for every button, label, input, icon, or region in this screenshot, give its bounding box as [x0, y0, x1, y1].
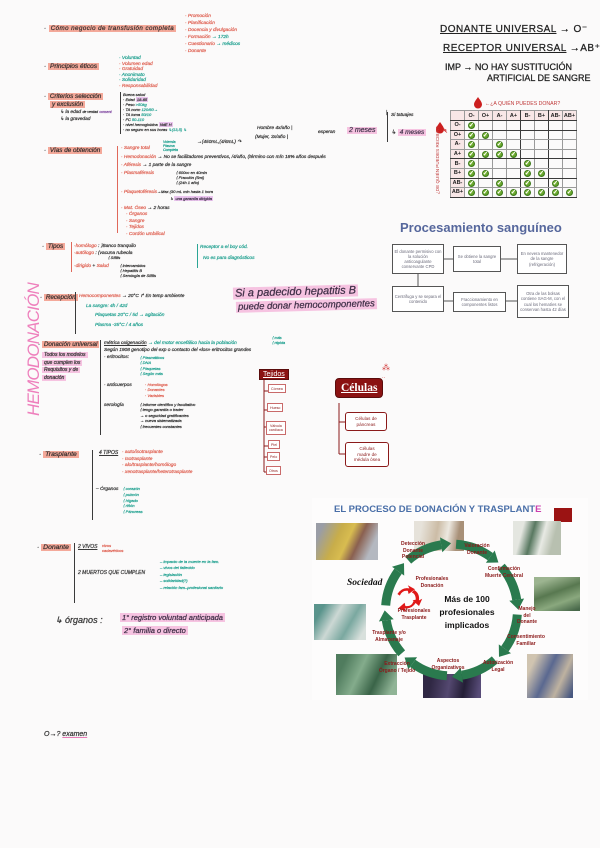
svg-text:←¿A QUIÉN PUEDES DONAR?: ←¿A QUIÉN PUEDES DONAR? [485, 100, 560, 107]
svg-text:¿DE QUIÉN PUEDES RECIBIR?: ¿DE QUIÉN PUEDES RECIBIR? [434, 126, 440, 194]
